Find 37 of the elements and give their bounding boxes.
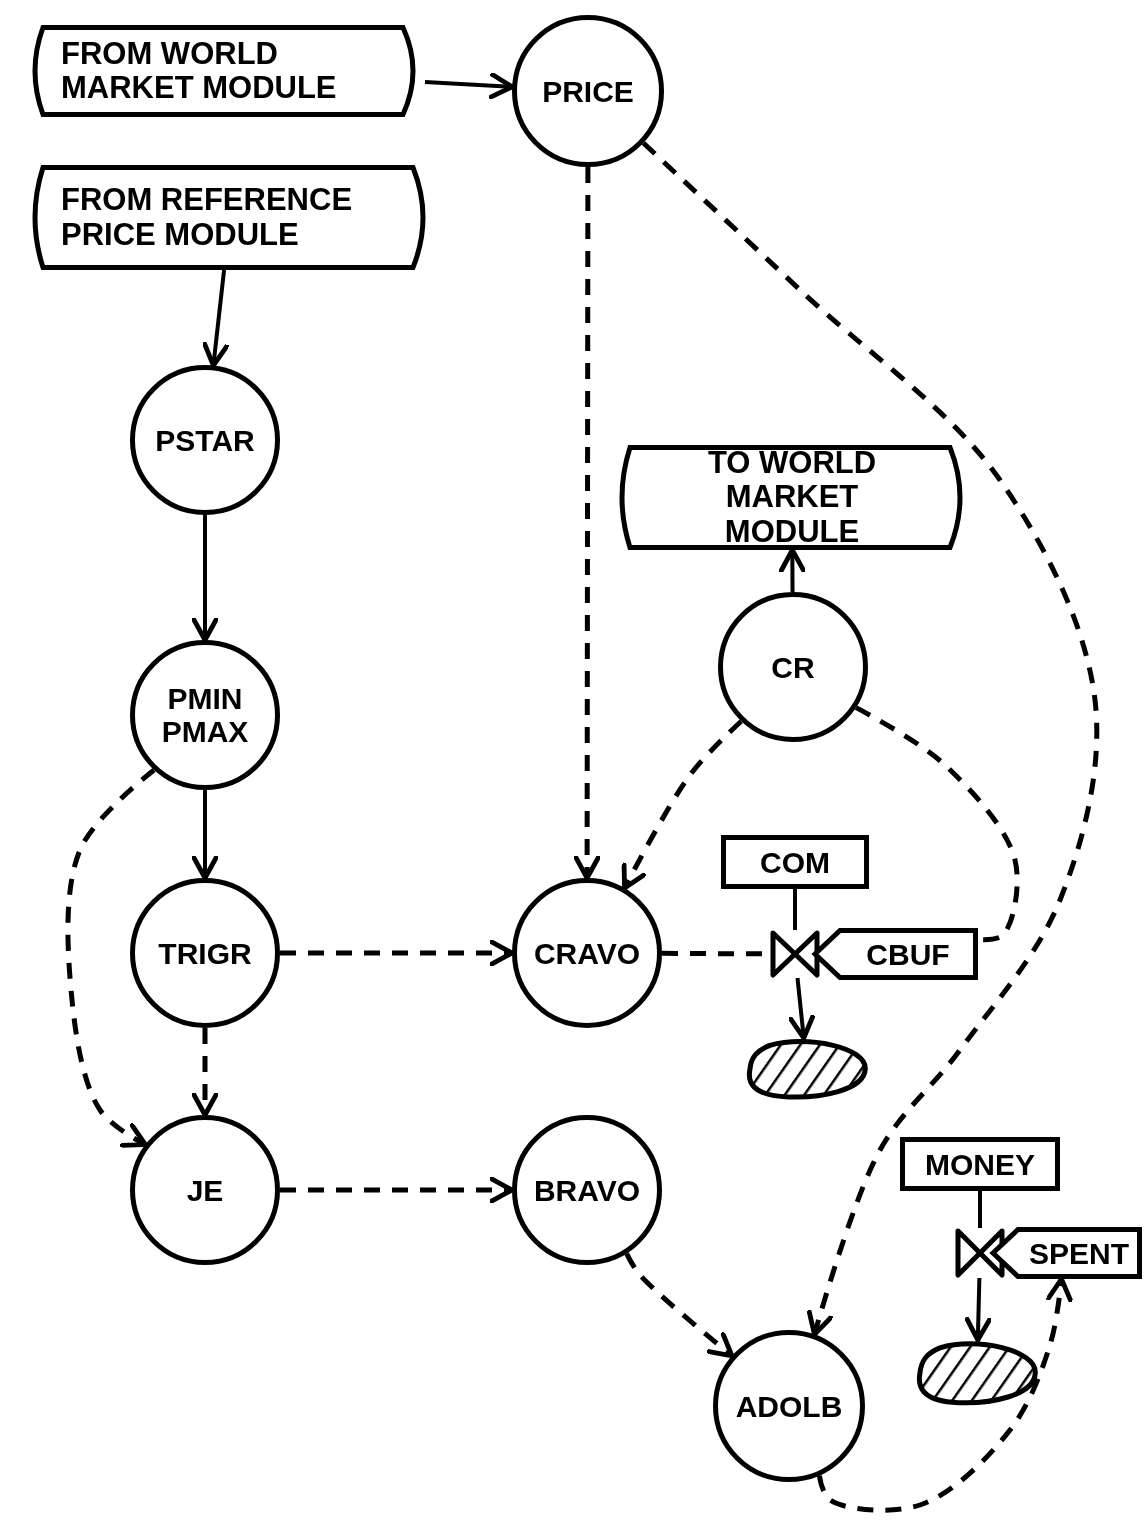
node-label: TO WORLD MARKET MODULE [706, 446, 878, 549]
node-label: MONEY [925, 1147, 1035, 1181]
level-box [900, 1137, 1060, 1191]
node-label: COM [760, 845, 830, 879]
connector-line [854, 705, 1020, 943]
arrow [788, 977, 816, 1041]
node-label: PRICE [542, 74, 634, 108]
arrow [964, 1277, 992, 1343]
arrow [624, 1252, 735, 1359]
sink-cloud [915, 1340, 1039, 1406]
connector-line [978, 1191, 982, 1228]
arrow [573, 167, 601, 881]
arrow [191, 515, 219, 643]
node-label: PMIN PMAX [160, 682, 250, 748]
node-label: FROM REFERENCE PRICE MODULE [61, 183, 354, 252]
node-label: PSTAR [155, 423, 255, 457]
node-label: BRAVO [533, 1173, 641, 1207]
arrow [641, 141, 1100, 1337]
arrow [191, 790, 219, 881]
node-label: SPENT [1029, 1236, 1129, 1270]
node-label: CR [771, 650, 815, 684]
arrow [621, 719, 743, 891]
node-label: CRAVO [533, 936, 641, 970]
arrow [65, 768, 156, 1148]
valve-symbol [770, 930, 820, 978]
sink-cloud [745, 1038, 869, 1100]
arrow [424, 72, 515, 100]
node-label: ADOLB [735, 1389, 843, 1423]
connector-line [793, 889, 797, 930]
arrow [202, 269, 230, 368]
node-label: TRIGR [158, 936, 252, 970]
node-label: CBUF [866, 937, 950, 971]
arrow [191, 1028, 219, 1118]
level-box [721, 835, 869, 889]
node-label: FROM WORLD MARKET MODULE [61, 36, 338, 106]
node-label: JE [186, 1173, 224, 1207]
valve-symbol [955, 1228, 1005, 1278]
